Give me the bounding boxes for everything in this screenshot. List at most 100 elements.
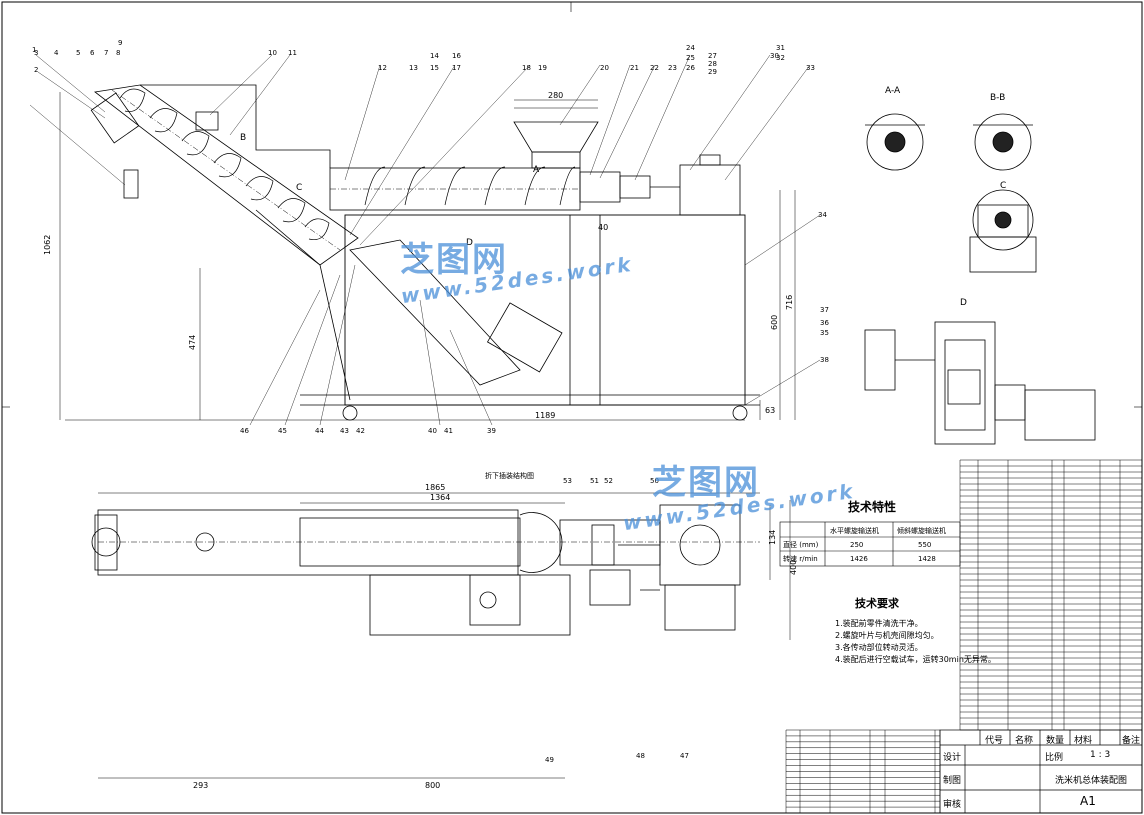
balloon-number: 42 <box>356 427 365 435</box>
balloon-number: 18 <box>522 64 531 72</box>
balloon-number: 1 <box>32 46 36 54</box>
balloon-number: 13 <box>409 64 418 72</box>
balloon-number: 24 <box>686 44 695 52</box>
inclined-screw-flights <box>119 88 330 240</box>
dim-40: 40 <box>598 223 608 232</box>
spec-row2-v1: 1426 <box>850 555 868 563</box>
balloon-number: 43 <box>340 427 349 435</box>
tb-qty: 数量 <box>1046 736 1065 746</box>
dim-600: 600 <box>770 315 779 330</box>
balloon-number: 39 <box>487 427 496 435</box>
balloon-number: 53 <box>563 477 572 485</box>
section-view-bb <box>973 113 1033 171</box>
balloon-number: 37 <box>820 306 829 314</box>
balloon-number: 3 <box>34 49 38 57</box>
balloon-number: 20 <box>600 64 609 72</box>
plan-inclined-tube <box>97 509 519 576</box>
balloon-number: 10 <box>268 49 277 57</box>
balloon-number: 19 <box>538 64 547 72</box>
balloon-number: 7 <box>104 49 108 57</box>
plan-dimensions <box>98 492 791 779</box>
balloon-number: 41 <box>444 427 453 435</box>
watermark-cn-1: 芝图网 <box>400 240 508 280</box>
spec-row2-v2: 1428 <box>918 555 936 563</box>
dim-716: 716 <box>785 295 794 310</box>
detail-view-d <box>864 321 1096 445</box>
balloon-number: 40 <box>428 427 437 435</box>
balloon-number: 26 <box>686 64 695 72</box>
balloon-leaders <box>29 54 821 426</box>
balloon-number: 49 <box>545 756 554 764</box>
tech-req-item: 1.装配前零件清洗干净。 <box>835 619 923 628</box>
dim-plan-800: 800 <box>425 781 440 790</box>
tb-drawing-name: 洗米机总体装配图 <box>1055 776 1128 786</box>
dim-1189: 1189 <box>535 411 555 420</box>
dim-474: 474 <box>188 335 197 350</box>
spec-row1-v2: 550 <box>918 541 931 549</box>
balloon-number: 32 <box>776 54 785 62</box>
tech-req-list: 1.装配前零件清洗干净。 2.螺旋叶片与机壳间隙均匀。 3.各传动部位转动灵活。… <box>835 618 996 666</box>
balloon-number: 17 <box>452 64 461 72</box>
balloon-number: 14 <box>430 52 439 60</box>
horizontal-screw-flights <box>364 166 576 206</box>
title-block <box>939 729 1143 814</box>
label-view-b: B <box>240 133 246 143</box>
label-bb: B-B <box>990 93 1005 103</box>
balloon-number: 52 <box>604 477 613 485</box>
dim-hopper-width: 280 <box>548 91 563 100</box>
detail-d-motor <box>1024 389 1096 441</box>
balloon-number: 35 <box>820 329 829 337</box>
tb-review: 审核 <box>943 800 962 810</box>
tb-sheet: A1 <box>1080 794 1096 808</box>
tech-spec-title: 技术特性 <box>848 500 897 514</box>
caster-wheel-left <box>342 405 358 421</box>
balloon-number: 4 <box>54 49 59 57</box>
balloon-number: 47 <box>680 752 689 760</box>
section-view-c <box>969 189 1037 273</box>
dim-plan-length: 1865 <box>425 483 445 492</box>
label-view-a: A <box>533 165 540 175</box>
main-dimensions <box>59 92 796 421</box>
spec-col1: 水平螺旋输送机 <box>830 526 879 535</box>
balloon-number: 29 <box>708 68 717 76</box>
balloon-number: 50 <box>650 477 659 485</box>
dim-plan-400: 400 <box>789 560 798 575</box>
balloon-number: 36 <box>820 319 829 327</box>
main-elevation-view <box>90 84 760 421</box>
tb-scale: 1 : 3 <box>1090 750 1111 760</box>
watermark-cn-2: 芝图网 <box>652 463 760 503</box>
balloon-number: 25 <box>686 54 695 62</box>
parts-list-left <box>785 729 941 814</box>
tb-code: 代号 <box>985 736 1004 746</box>
balloon-number: 46 <box>240 427 249 435</box>
balloon-number: 12 <box>378 64 387 72</box>
balloon-number: 27 <box>708 52 717 60</box>
tb-design: 设计 <box>943 753 962 763</box>
spec-row1-v1: 250 <box>850 541 863 549</box>
gear-reducer <box>679 164 741 216</box>
tech-req-item: 4.装配后进行空载试车，运转30min无异常。 <box>835 655 996 664</box>
plan-dimension-texts: 1865 1364 293 800 134 400 折下插装结构图 <box>193 471 798 790</box>
balloon-number: 51 <box>590 477 599 485</box>
balloon-number: 31 <box>776 44 785 52</box>
spec-row2-label: 转速 r/min <box>783 554 818 563</box>
balloon-number: 28 <box>708 60 717 68</box>
balloon-number: 23 <box>668 64 677 72</box>
tb-remark: 备注 <box>1122 736 1141 746</box>
balloon-number: 9 <box>118 39 122 47</box>
dim-total-height: 1062 <box>43 235 52 255</box>
section-labels: A-A B-B C D C A B D <box>240 86 1006 308</box>
plan-title: 折下插装结构图 <box>485 471 534 480</box>
plan-view <box>91 504 760 636</box>
tech-req-item: 3.各传动部位转动灵活。 <box>835 643 923 652</box>
balloon-number: 21 <box>630 64 639 72</box>
spec-row1-label: 直径 (mm) <box>783 540 819 549</box>
label-d: D <box>960 298 967 308</box>
label-aa: A-A <box>885 86 901 96</box>
balloon-number: 44 <box>315 427 324 435</box>
feed-hopper <box>513 121 599 153</box>
tb-name: 名称 <box>1015 736 1034 746</box>
label-view-c: C <box>296 183 302 193</box>
